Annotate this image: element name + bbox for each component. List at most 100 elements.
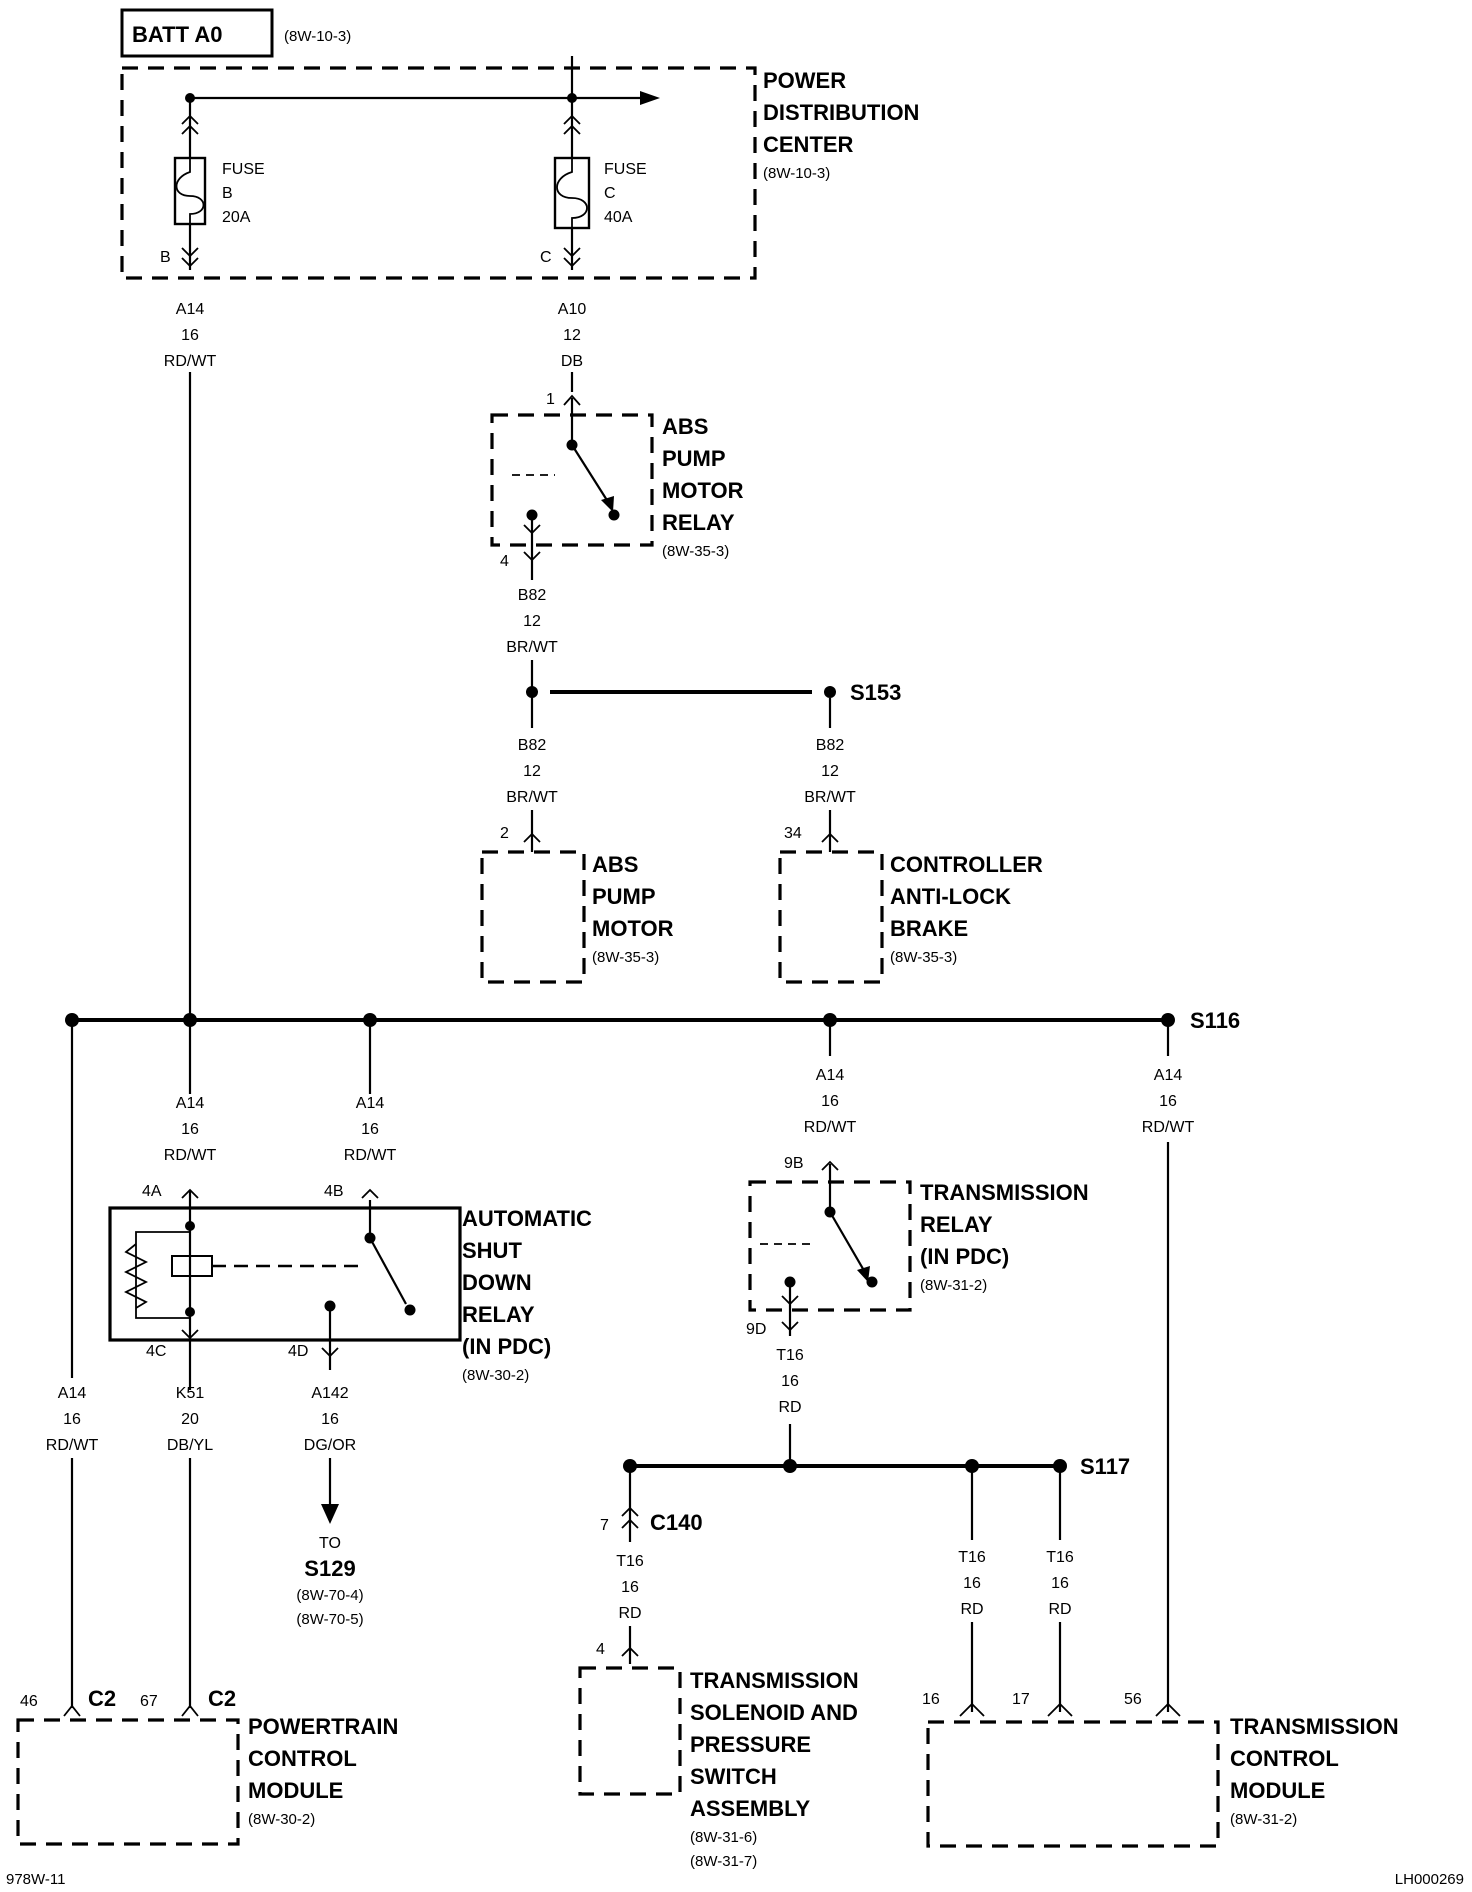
wire-b82-ctrl-2: 12: [821, 763, 839, 780]
wire-b82-motor-1: B82: [518, 737, 547, 754]
s129-ref-1: (8W-70-4): [296, 1587, 363, 1604]
splice-dot: [526, 686, 538, 698]
resistor-icon: [123, 1243, 149, 1309]
contact-dot: [185, 1221, 195, 1231]
wire-a14-asd-a-1: A14: [176, 1095, 205, 1112]
abs-motor-box: [480, 850, 586, 984]
wire-a10-3: DB: [561, 353, 583, 370]
abs-relay-pin-out: 4: [500, 553, 509, 570]
trans-relay-title-3: (IN PDC): [920, 1244, 1009, 1269]
contact-dot: [608, 509, 620, 521]
abs-motor-title-1: ABS: [592, 852, 638, 877]
wire-t16-17-3: RD: [1048, 1601, 1071, 1618]
connector-icon: [781, 1321, 799, 1332]
tcm-title-3: MODULE: [1230, 1778, 1325, 1803]
relay-switch-arm: [571, 444, 611, 506]
contact-dot: [866, 1276, 878, 1288]
contact-dot: [404, 1304, 416, 1316]
s153-label: S153: [850, 680, 901, 705]
wire-a10-1: A10: [558, 301, 587, 318]
splice-dot: [1053, 1459, 1067, 1473]
wire-b82-ctrl-3: BR/WT: [804, 789, 856, 806]
asd-coil-loop: [135, 1231, 190, 1319]
trans-relay-title-1: TRANSMISSION: [920, 1180, 1089, 1205]
asd-title-4: RELAY: [462, 1302, 535, 1327]
wire-a14-pcm-2: 16: [63, 1411, 81, 1428]
splice-dot: [823, 1013, 837, 1027]
solenoid-box: [578, 1666, 682, 1796]
wire-b82-ctrl-1: B82: [816, 737, 845, 754]
pdc-box: [120, 66, 757, 280]
solenoid-ref-2: (8W-31-7): [690, 1853, 757, 1870]
wire-a142-1: A142: [311, 1385, 348, 1402]
connector-icon: [523, 832, 541, 843]
asd-title-5: (IN PDC): [462, 1334, 551, 1359]
wire-t16-c140-1: T16: [616, 1553, 644, 1570]
s117-label: S117: [1080, 1454, 1130, 1479]
pcm-title-3: MODULE: [248, 1778, 343, 1803]
solenoid-title-5: ASSEMBLY: [690, 1796, 811, 1821]
connector-icon: [181, 1329, 199, 1340]
wire-a14-trans-2: 16: [821, 1093, 839, 1110]
splice-dot: [183, 1013, 197, 1027]
connector-icon: [821, 832, 839, 843]
wire-a10-2: 12: [563, 327, 581, 344]
abs-motor-ref: (8W-35-3): [592, 949, 659, 966]
wire-a14-top-3: RD/WT: [164, 353, 217, 370]
splice-dot: [65, 1013, 79, 1027]
pcm-title-2: CONTROL: [248, 1746, 357, 1771]
wire-t16-16-3: RD: [960, 1601, 983, 1618]
wire-k51-1: K51: [176, 1385, 205, 1402]
trans-relay-title-2: RELAY: [920, 1212, 993, 1237]
fuse-c-pin: C: [540, 249, 552, 266]
wire-k51-3: DB/YL: [167, 1437, 213, 1454]
s129-to: TO: [319, 1535, 341, 1552]
pcm-title-1: POWERTRAIN: [248, 1714, 398, 1739]
coil-icon: [171, 1255, 213, 1277]
splice-dot: [363, 1013, 377, 1027]
fuse-b-pin: B: [160, 249, 171, 266]
cab-title-3: BRAKE: [890, 916, 968, 941]
abs-motor-title-3: MOTOR: [592, 916, 674, 941]
fuse-c-label-3: 40A: [604, 209, 633, 226]
asd-title-3: DOWN: [462, 1270, 532, 1295]
splice-dot: [824, 686, 836, 698]
footer-right: LH000269: [1395, 1871, 1464, 1888]
abs-relay-title-1: ABS: [662, 414, 708, 439]
wire-t16-relay-1: T16: [776, 1347, 804, 1364]
connector-icon: [621, 1646, 639, 1657]
arrow-icon: [640, 91, 660, 105]
splice-dot: [783, 1459, 797, 1473]
abs-relay-title-2: PUMP: [662, 446, 726, 471]
pcm-pin-67: 67: [140, 1693, 158, 1710]
wire-a14-s116-3: RD/WT: [1142, 1119, 1195, 1136]
footer-left: 978W-11: [6, 1871, 65, 1888]
connector-icon: [959, 1702, 985, 1717]
connector-icon: [563, 394, 581, 406]
fuse-b: [173, 98, 207, 270]
arrow-down-icon: [321, 1504, 339, 1524]
wire-a14-pcm-3: RD/WT: [46, 1437, 99, 1454]
wire-a14-trans-1: A14: [816, 1067, 845, 1084]
connector-icon: [63, 1704, 81, 1717]
wire-a14-asd-a-3: RD/WT: [164, 1147, 217, 1164]
arrow-icon: [601, 496, 614, 512]
wire-t16-relay-2: 16: [781, 1373, 799, 1390]
trans-relay-pin-out: 9D: [746, 1321, 766, 1338]
abs-motor-pin: 2: [500, 825, 509, 842]
s129-label: S129: [304, 1556, 355, 1581]
wire-a142-3: DG/OR: [304, 1437, 356, 1454]
wire-b82-relay-3: BR/WT: [506, 639, 558, 656]
cab-pin: 34: [784, 825, 802, 842]
connector-icon: [361, 1188, 379, 1199]
asd-pin-4b: 4B: [324, 1183, 344, 1200]
connector-icon: [621, 1506, 639, 1517]
wire-t16-16-2: 16: [963, 1575, 981, 1592]
batt-box: [120, 8, 274, 58]
abs-motor-title-2: PUMP: [592, 884, 656, 909]
wire-b82-relay-1: B82: [518, 587, 547, 604]
wire-a142-2: 16: [321, 1411, 339, 1428]
trans-relay-ref: (8W-31-2): [920, 1277, 987, 1294]
wire-t16-c140-2: 16: [621, 1579, 639, 1596]
splice-dot: [1161, 1013, 1175, 1027]
